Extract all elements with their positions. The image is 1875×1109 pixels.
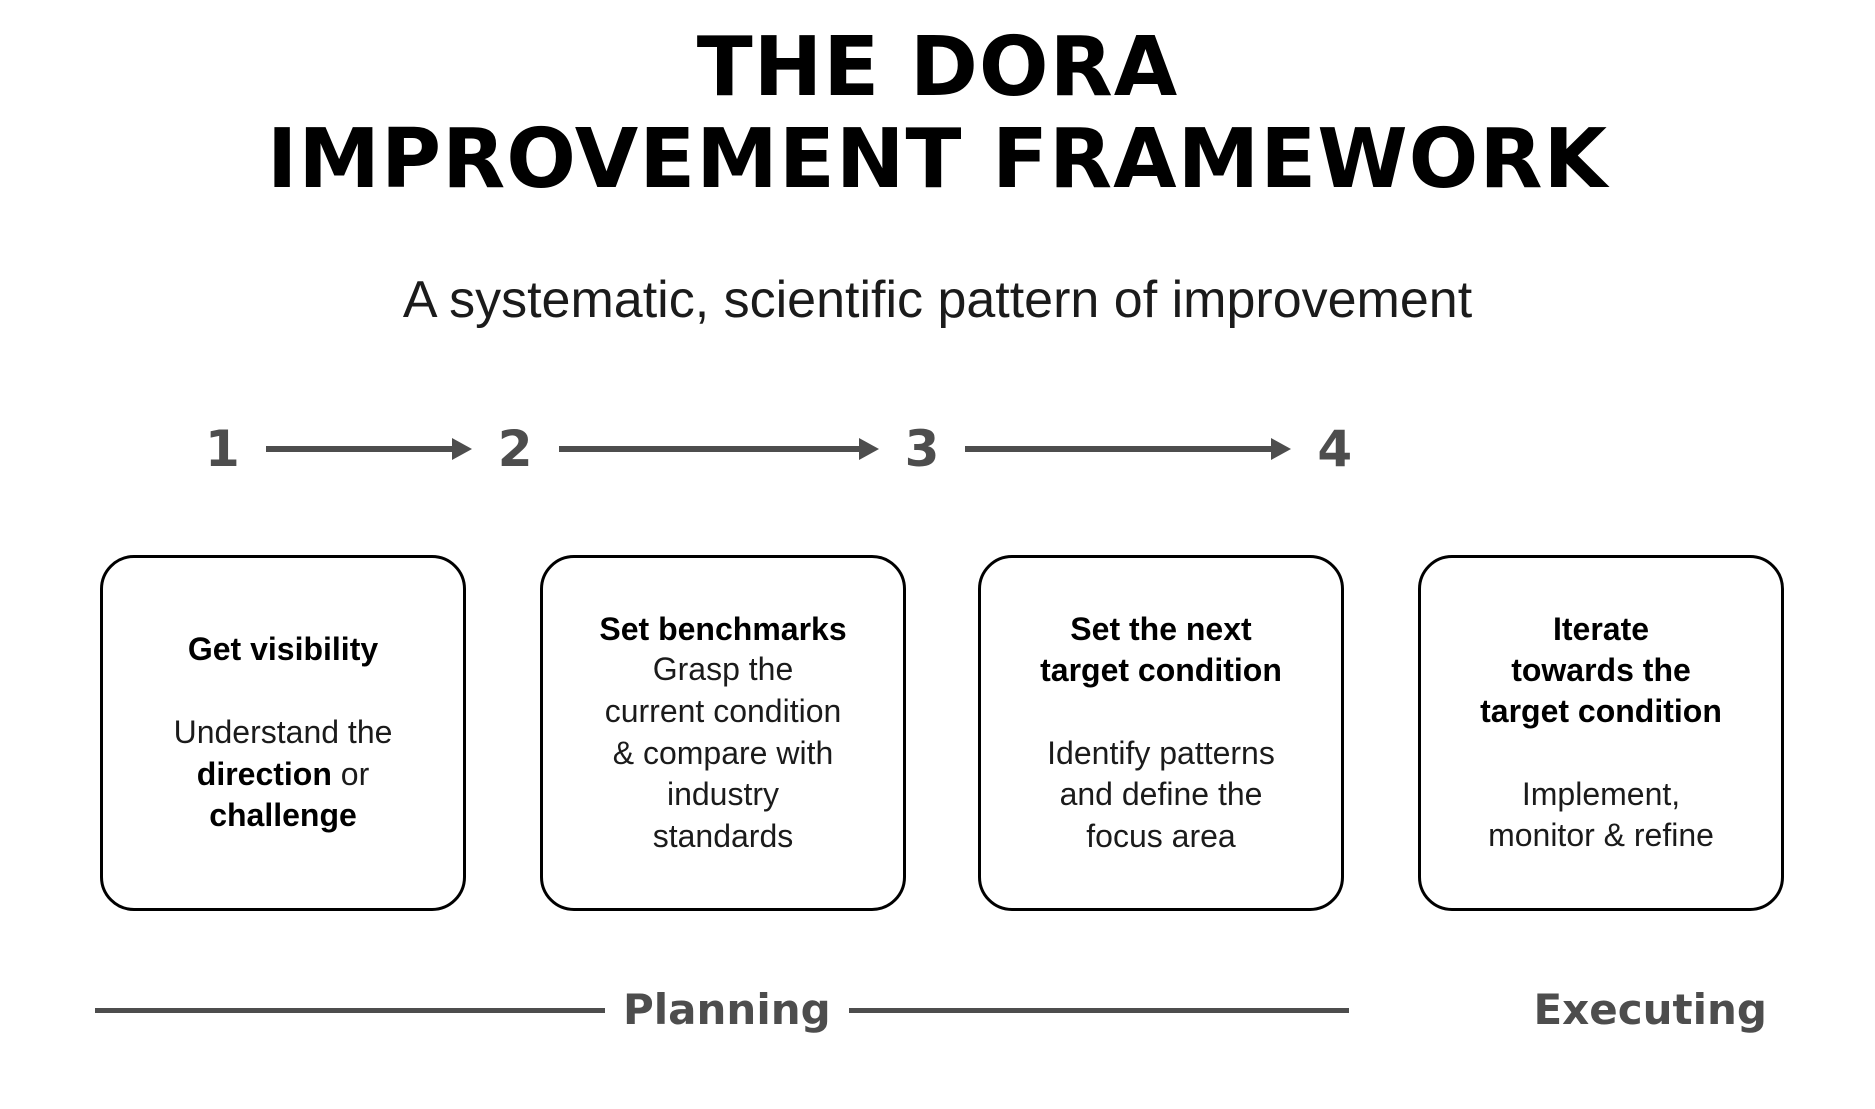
step-card-1-heading: Get visibility	[187, 631, 379, 668]
step-card-2-body: Grasp the current condition & compare wi…	[604, 651, 842, 854]
step-card-1[interactable]: Get visibility Understand the direction o…	[100, 555, 466, 911]
step-card-4-heading: Iterate towards the target condition	[1480, 610, 1722, 729]
arrow-shaft	[558, 446, 865, 452]
arrow-shaft	[265, 446, 458, 452]
step-sequence: 1 2 3 4	[205, 418, 1645, 480]
phase-line-left	[95, 1007, 605, 1013]
step-card-1-body-bold2: challenge	[209, 797, 357, 834]
step-card-3-heading: Set the next target condition	[1040, 610, 1282, 688]
phase-label-executing: Executing	[1533, 985, 1767, 1034]
step-number-1: 1	[205, 420, 240, 478]
page-subtitle: A systematic, scientific pattern of impr…	[402, 271, 1473, 329]
step-number-3: 3	[904, 420, 940, 478]
step-card-1-body-bold1: direction	[196, 755, 332, 792]
arrow-head	[1271, 438, 1292, 460]
step-card-4[interactable]: Iterate towards the target condition Imp…	[1418, 555, 1784, 911]
arrow-right-icon-3	[965, 438, 1292, 460]
step-card-2-heading: Set benchmarks	[599, 610, 847, 647]
step-number-2: 2	[497, 420, 533, 478]
arrow-head	[451, 438, 472, 460]
phase-label-planning: Planning	[623, 985, 831, 1034]
step-card-1-body: Understand the direction or challenge	[174, 712, 393, 837]
step-card-1-body-mid: or	[331, 755, 370, 792]
step-card-4-body: Implement, monitor & refine	[1488, 775, 1714, 854]
step-card-3-body: Identify patterns and define the focus a…	[1047, 734, 1275, 854]
arrow-right-icon-1	[265, 438, 472, 460]
step-card-2[interactable]: Set benchmarks Grasp the current conditi…	[540, 555, 906, 911]
arrow-head	[858, 438, 879, 460]
phase-line-right	[848, 1007, 1349, 1013]
step-number-4: 4	[1317, 420, 1353, 478]
arrow-shaft	[965, 446, 1278, 452]
arrow-right-icon-2	[558, 438, 879, 460]
phase-legend: Planning Executing	[95, 985, 1785, 1035]
page-title: THE DORA IMPROVEMENT FRAMEWORK	[266, 20, 1609, 207]
step-card-3[interactable]: Set the next target condition Identify p…	[978, 555, 1344, 911]
step-card-1-body-line1: Understand the	[173, 714, 393, 751]
